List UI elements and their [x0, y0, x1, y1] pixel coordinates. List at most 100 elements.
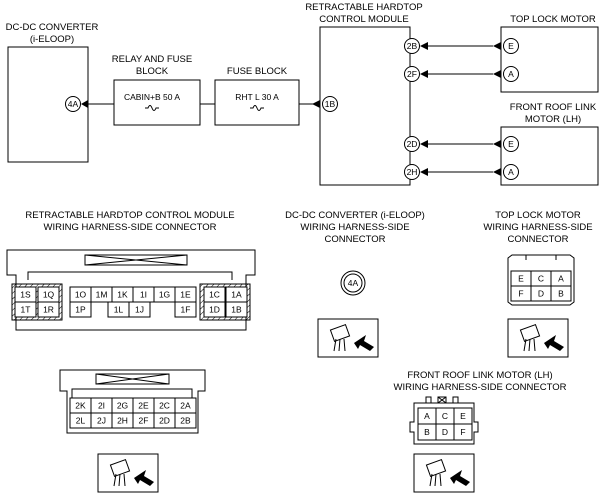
- toplock-conn-title-2: WIRING HARNESS-SIDE: [483, 222, 592, 233]
- connector-cell: [174, 412, 197, 429]
- fuse-block-title: FUSE BLOCK: [227, 66, 288, 77]
- rhcm-title-2: CONTROL MODULE: [319, 14, 408, 25]
- dcdc-conn-title-3: CONNECTOR: [324, 234, 385, 245]
- front-roof-e-circle: [503, 136, 519, 152]
- rhcm-conn2-latch-x2: [95, 373, 170, 385]
- rhcm-conn-title-1: RETRACTABLE HARDTOP CONTROL MODULE: [25, 210, 234, 221]
- rhcm-2d-label: 2D: [407, 139, 418, 149]
- rhcm-conn1-latch-x2: [84, 254, 188, 266]
- connector-cell-label: E: [460, 411, 466, 421]
- connector-cell-label: 1P: [75, 305, 86, 315]
- connector-cell-label: 2L: [76, 416, 86, 426]
- relay-title-1: RELAY AND FUSE: [112, 54, 192, 65]
- dcdc-pin-label: 4A: [68, 99, 79, 109]
- connector-cell-label: 2D: [159, 416, 170, 426]
- rhcm-2d-arrow: [420, 140, 428, 148]
- connector-cell-label: 1O: [75, 290, 87, 300]
- frontroof-conn-title-1: FRONT ROOF LINK MOTOR (LH): [407, 370, 552, 381]
- front-roof-box: [500, 126, 599, 186]
- front-roof-e-label: E: [508, 139, 514, 149]
- connector-cell-label: 1G: [159, 290, 170, 300]
- connector-cell: [37, 301, 60, 318]
- connector-cell-label: 2H: [117, 416, 128, 426]
- connector-cell-label: B: [424, 427, 430, 437]
- top-lock-a-circle: [503, 66, 519, 82]
- connector-cell-label: F: [518, 289, 523, 299]
- connector-cell: [69, 301, 92, 318]
- dcdc-title-1: DC-DC CONVERTER: [6, 22, 99, 33]
- rhcm-title-1: RETRACTABLE HARDTOP: [305, 2, 422, 13]
- frontroof-conn-tab-l: [425, 396, 432, 404]
- connector-cell-label: 1L: [114, 305, 124, 315]
- front-roof-e-arrow: [493, 140, 501, 148]
- top-lock-a-label: A: [508, 69, 514, 79]
- top-lock-e-label: E: [508, 41, 514, 51]
- dcdc-pin-circle: [65, 96, 81, 112]
- relay-fuse-label: CABIN+B 50 A: [124, 92, 180, 102]
- top-lock-title: TOP LOCK MOTOR: [510, 14, 596, 25]
- connector-cell-label: C: [538, 274, 544, 284]
- front-roof-title-1: FRONT ROOF LINK: [510, 102, 597, 113]
- dcdc-conn-title-1: DC-DC CONVERTER (i-ELOOP): [285, 210, 425, 221]
- connector-probe-icon: [507, 318, 569, 358]
- rhcm-2b-arrow: [420, 42, 428, 50]
- connector-cell-label: 1M: [96, 290, 108, 300]
- connector-cell-label: 2G: [117, 401, 128, 411]
- connector-cell-label: 1A: [231, 290, 242, 300]
- connector-cell-label: 1B: [231, 305, 242, 315]
- connector-cell-label: 2I: [98, 401, 105, 411]
- connector-cell-label: 2K: [75, 401, 86, 411]
- dcdc-conn-inner: [343, 273, 363, 293]
- connector-cell-label: 2J: [97, 416, 106, 426]
- dcdc-conn-title-2: WIRING HARNESS-SIDE: [300, 222, 409, 233]
- connector-cell: [550, 285, 572, 302]
- front-roof-a-label: A: [508, 167, 514, 177]
- rhcm-2f-circle: [404, 66, 420, 82]
- top-lock-box: [500, 26, 599, 93]
- connector-cell-label: 1T: [21, 305, 31, 315]
- connector-cell-label: 2B: [180, 416, 191, 426]
- connector-cell: [453, 423, 473, 441]
- rhcm-2h-circle: [404, 164, 420, 180]
- rhcm-1b-label: 1B: [325, 99, 336, 109]
- connector-cell-label: 1J: [135, 305, 144, 315]
- connector-cell-label: 2E: [138, 401, 149, 411]
- fuse-block: [214, 79, 300, 126]
- rhcm-conn1-inner-rim: [27, 271, 233, 280]
- connector-cell-label: 1K: [117, 290, 128, 300]
- rhcm-2h-label: 2H: [407, 167, 418, 177]
- connector-cell-label: F: [460, 427, 465, 437]
- fuse-symbol-1: [145, 105, 159, 111]
- fuse-symbol-2: [250, 105, 264, 111]
- top-lock-e-arrow: [493, 42, 501, 50]
- connector-cell-label: C: [442, 411, 448, 421]
- frontroof-conn-tab-r: [452, 396, 459, 404]
- connector-cell-label: 1E: [180, 290, 191, 300]
- rhcm-1b-arrow: [312, 100, 320, 108]
- connector-cell: [203, 301, 226, 318]
- connector-probe-icon: [317, 318, 379, 358]
- top-lock-a-arrow: [493, 70, 501, 78]
- fuse-block-label: RHT L 30 A: [235, 92, 279, 102]
- connector-cell-label: E: [518, 274, 524, 284]
- connector-cell-label: 1R: [43, 305, 54, 315]
- front-roof-a-circle: [503, 164, 519, 180]
- dcdc-conn-outer: [340, 270, 366, 296]
- toplock-conn-title-3: CONNECTOR: [507, 234, 568, 245]
- connector-cell-label: D: [538, 289, 544, 299]
- front-roof-a-arrow: [493, 168, 501, 176]
- front-roof-title-2: MOTOR (LH): [525, 114, 581, 125]
- connector-probe-icon: [413, 453, 475, 493]
- rhcm-2f-label: 2F: [407, 69, 417, 79]
- connector-cell-label: 2C: [159, 401, 170, 411]
- rhcm-2b-label: 2B: [407, 41, 418, 51]
- rhcm-2f-arrow: [420, 70, 428, 78]
- connector-cell-label: 1S: [20, 290, 31, 300]
- relay-fuse-block: [113, 79, 201, 126]
- connector-cell-label: 1D: [209, 305, 220, 315]
- relay-title-2: BLOCK: [136, 66, 169, 77]
- connector-cell-label: 2A: [180, 401, 191, 411]
